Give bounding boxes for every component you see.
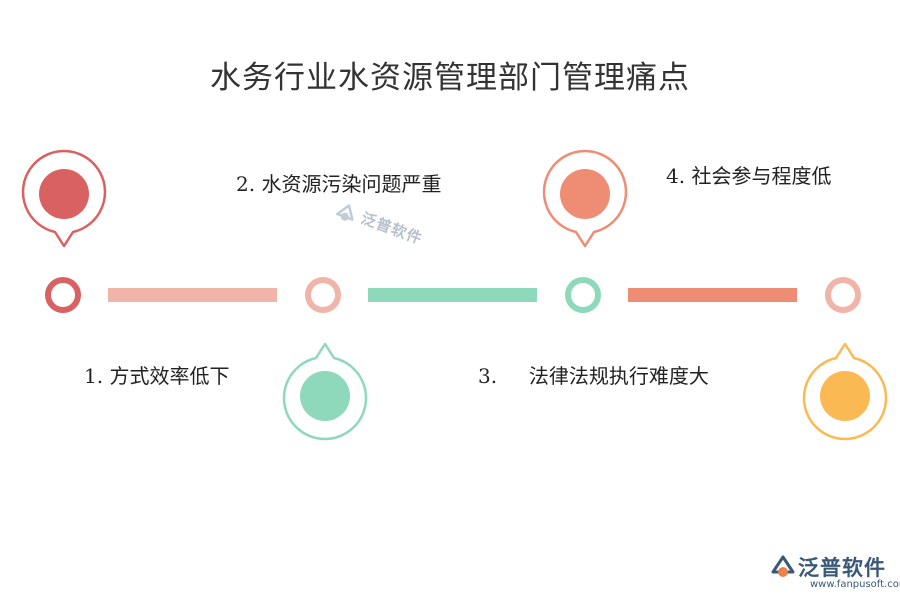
watermark-url: www.fanpusoft.com: [810, 579, 900, 590]
pain-point-label-1: 1. 方式效率低下: [84, 364, 230, 388]
watermark-center: 泛普软件: [332, 198, 425, 250]
pain-point-label-4: 4. 社会参与程度低: [666, 164, 832, 188]
watermark-brand-text: 泛普软件: [798, 556, 886, 580]
pin-marker-1: [21, 149, 107, 248]
timeline-connector-1: [108, 288, 277, 302]
watermark-brand-text: 泛普软件: [358, 209, 425, 248]
pin-marker-4: [802, 342, 888, 441]
brand-logo-icon: [771, 555, 795, 577]
timeline-node-2: [305, 277, 341, 313]
timeline-node-3: [565, 277, 601, 313]
timeline-node-4: [825, 277, 861, 313]
pain-point-label-3: 3. 法律法规执行难度大: [478, 364, 709, 388]
timeline-connector-3: [628, 288, 797, 302]
timeline-node-1: [45, 277, 81, 313]
pin-dot: [560, 169, 610, 219]
timeline-connector-2: [368, 288, 537, 302]
brand-logo-icon: [336, 203, 354, 221]
pin-marker-3: [542, 149, 628, 248]
pin-marker-2: [282, 342, 368, 441]
watermark-corner: 泛普软件 www.fanpusoft.com: [770, 552, 900, 596]
page-title: 水务行业水资源管理部门管理痛点: [210, 60, 690, 96]
pin-dot: [300, 371, 350, 421]
pin-dot: [820, 371, 870, 421]
pain-point-label-2: 2. 水资源污染问题严重: [236, 172, 442, 196]
pin-dot: [39, 169, 89, 219]
